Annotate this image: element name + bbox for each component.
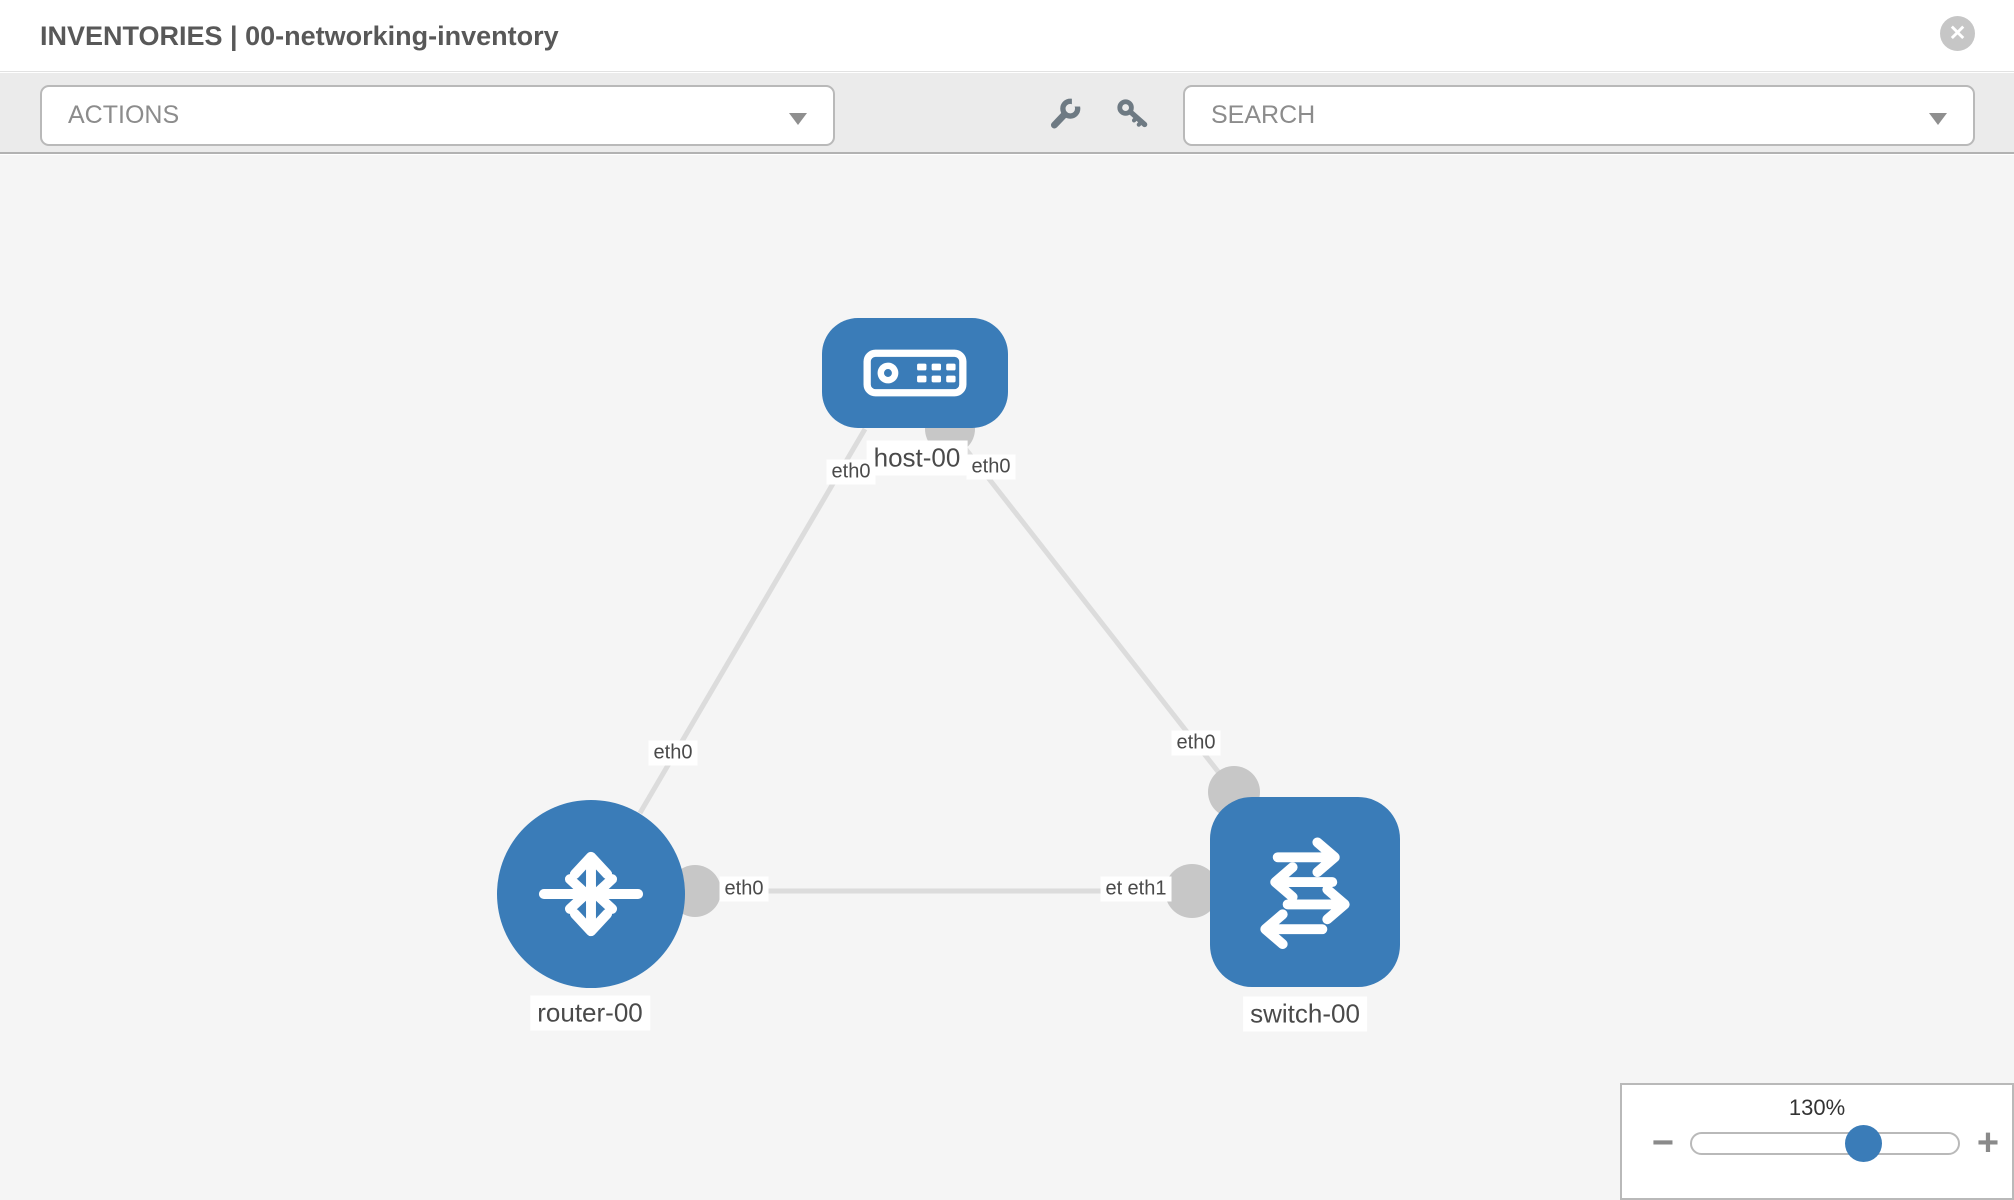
iface-label-switch-top: eth0: [1171, 730, 1221, 756]
actions-dropdown-label: ACTIONS: [68, 101, 180, 129]
zoom-panel: 130% − +: [1620, 1083, 2014, 1200]
plus-icon: +: [1976, 1122, 2000, 1164]
zoom-out-button[interactable]: −: [1652, 1124, 1674, 1162]
panel-header: INVENTORIES | 00-networking-inventory ✕: [0, 0, 2014, 72]
host-icon: [863, 349, 967, 397]
node-switch-00[interactable]: [1210, 797, 1400, 987]
node-host-00[interactable]: [822, 318, 1008, 428]
iface-label-host-right: eth0: [966, 454, 1016, 480]
wrench-icon: [1050, 97, 1083, 129]
zoom-in-button[interactable]: +: [1977, 1124, 1999, 1162]
actions-dropdown[interactable]: ACTIONS: [40, 85, 835, 146]
iface-label-router-top: eth0: [648, 740, 698, 766]
iface-label-router-right: eth0: [719, 876, 769, 902]
zoom-slider-thumb[interactable]: [1845, 1125, 1882, 1162]
links-layer: [637, 404, 1260, 918]
chevron-down-icon: [1929, 113, 1947, 125]
iface-label-switch-left: eth1: [1122, 876, 1172, 902]
key-button[interactable]: [1107, 89, 1159, 141]
page-title: INVENTORIES | 00-networking-inventory: [40, 21, 559, 51]
port-switch-left: [1165, 864, 1219, 918]
switch-icon: [1260, 837, 1350, 950]
router-icon: [538, 851, 644, 937]
node-label-router: router-00: [530, 995, 650, 1031]
topology-canvas[interactable]: host-00 router-00 switch-00 eth0 eth0 et…: [0, 155, 2014, 1200]
node-label-switch: switch-00: [1243, 996, 1367, 1032]
iface-label-host-left: eth0: [826, 459, 876, 485]
toolbar: ACTIONS SEARCH: [0, 73, 2014, 154]
zoom-slider-track[interactable]: [1690, 1132, 1960, 1155]
close-icon[interactable]: ✕: [1940, 16, 1975, 51]
chevron-down-icon: [789, 113, 807, 125]
minus-icon: −: [1651, 1122, 1675, 1164]
search-dropdown-label: SEARCH: [1211, 101, 1316, 129]
close-glyph: ✕: [1948, 22, 1967, 45]
key-icon: [1117, 99, 1148, 128]
node-label-host: host-00: [866, 440, 968, 476]
search-dropdown[interactable]: SEARCH: [1183, 85, 1975, 146]
wrench-button[interactable]: [1039, 89, 1091, 141]
node-router-00[interactable]: [497, 800, 685, 988]
zoom-level-value: 130%: [1788, 1095, 1846, 1120]
